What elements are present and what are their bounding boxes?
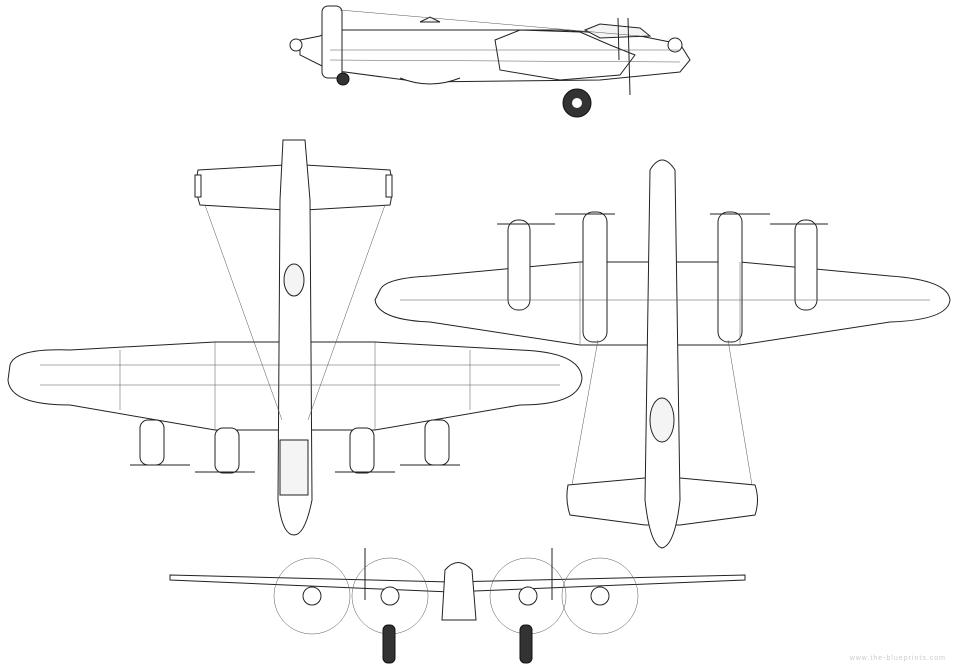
top-view: [7, 139, 583, 536]
watermark: www.the-blueprints.com: [849, 655, 946, 662]
front-left-wheel: [382, 624, 396, 664]
top-fuselage: [277, 139, 313, 536]
front-view: [169, 548, 746, 664]
bottom-fuselage: [644, 159, 681, 549]
side-view: [289, 5, 691, 118]
side-tail-fin: [321, 5, 343, 79]
front-fuselage: [441, 562, 477, 621]
bottom-view: [374, 159, 951, 549]
front-right-wheel: [519, 624, 533, 664]
side-engine-nacelle: [494, 29, 636, 81]
